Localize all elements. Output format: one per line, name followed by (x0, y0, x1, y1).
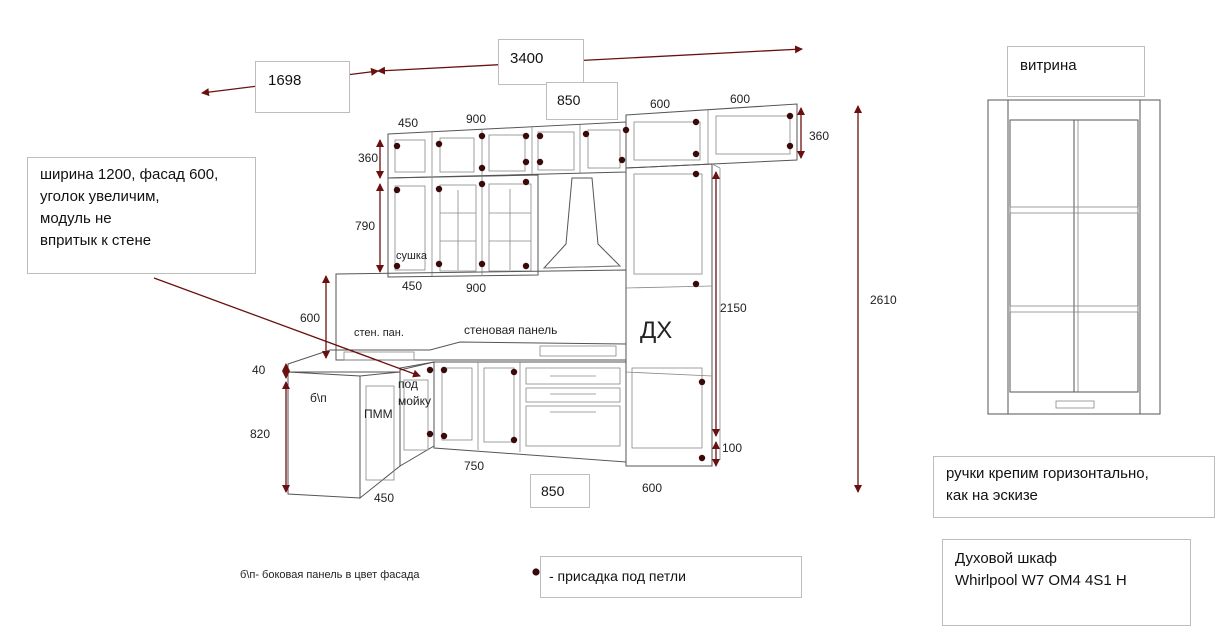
label-under-sink-1: под (398, 377, 418, 391)
label-wall-panel-short: стен. пан. (354, 327, 404, 339)
note-oven-line-2: Whirlpool W7 OM4 4S1 H (955, 572, 1127, 589)
note-width-line-4: впритык к стене (40, 232, 152, 249)
dim-2150: 2150 (720, 301, 747, 315)
note-oven-model: Духовой шкаф Whirlpool W7 OM4 4S1 H (942, 539, 1191, 626)
dim-360-left: 360 (358, 151, 378, 165)
note-showcase: витрина (1007, 46, 1145, 97)
dim-1698-text: 1698 (268, 72, 302, 89)
label-oven: ДХ (640, 317, 672, 344)
note-oven-line-1: Духовой шкаф (955, 550, 1057, 567)
note-width-line-3: модуль не (40, 210, 112, 227)
dim-450-top: 450 (398, 116, 418, 130)
dim-450-under: 450 (402, 279, 422, 293)
lower-cabinets (287, 269, 713, 500)
dim-box-850-top: 850 (546, 82, 618, 120)
hinge-dots (393, 112, 794, 462)
note-width-line-2: уголок увеличим, (40, 188, 160, 205)
note-width: ширина 1200, фасад 600, уголок увеличим,… (27, 157, 256, 274)
dim-600-left: 600 (300, 311, 320, 325)
dim-360-right: 360 (809, 129, 829, 143)
showcase-elevation (987, 99, 1161, 415)
label-wall-panel: стеновая панель (464, 323, 557, 337)
dim-790: 790 (355, 219, 375, 233)
dim-line-3400 (377, 45, 803, 75)
note-width-line-1: ширина 1200, фасад 600, (40, 166, 219, 183)
legend-hinge-dot (532, 568, 540, 576)
label-side-panel: б\п (310, 391, 327, 405)
dim-450-bottom: 450 (374, 491, 394, 505)
note-showcase-text: витрина (1020, 57, 1077, 74)
legend-hinge-box: - присадка под петли (540, 556, 802, 598)
legend-side-panel: б\п- боковая панель в цвет фасада (240, 569, 420, 581)
dim-820: 820 (250, 427, 270, 441)
dim-900-top: 900 (466, 112, 486, 126)
dim-600-bottom: 600 (642, 481, 662, 495)
label-dryer: сушка (396, 250, 428, 262)
note-handles-line-1: ручки крепим горизонтально, (946, 465, 1149, 482)
label-dishwasher: ПММ (364, 407, 393, 421)
dim-40: 40 (252, 363, 266, 377)
dim-750: 750 (464, 459, 484, 473)
dim-2610: 2610 (870, 293, 897, 307)
note-handles: ручки крепим горизонтально, как на эскиз… (933, 456, 1215, 518)
dim-600-b: 600 (730, 92, 750, 106)
dim-box-3400: 3400 (498, 39, 584, 85)
dim-box-1698: 1698 (255, 61, 350, 113)
dim-100: 100 (722, 441, 742, 455)
note-handles-line-2: как на эскизе (946, 487, 1038, 504)
dim-600-a: 600 (650, 97, 670, 111)
dim-3400-text: 3400 (510, 50, 544, 67)
dim-900-under: 900 (466, 281, 486, 295)
dim-850-top-text: 850 (557, 92, 581, 108)
dim-box-850-bottom: 850 (530, 474, 590, 508)
label-under-sink-2: мойку (398, 394, 431, 408)
callout-arrow (153, 277, 421, 378)
legend-hinge-text: - присадка под петли (549, 568, 686, 584)
dim-850-bottom-text: 850 (541, 483, 565, 499)
